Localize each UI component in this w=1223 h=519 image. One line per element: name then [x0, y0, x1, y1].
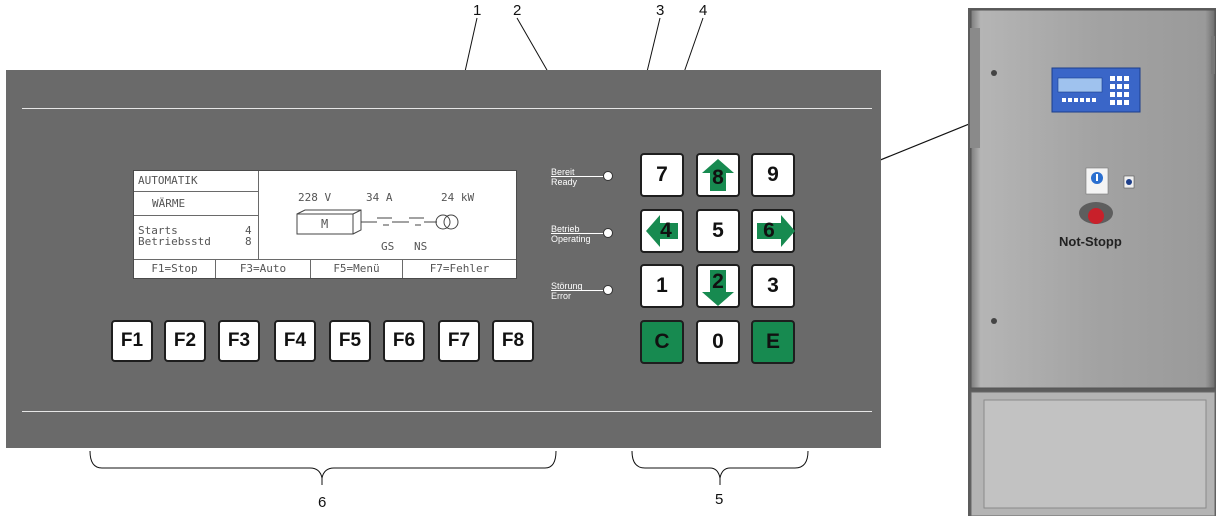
status-operating-de: Betrieb: [551, 224, 580, 234]
callout-6: 6: [318, 494, 327, 511]
controller-screen: [1057, 77, 1103, 93]
softkey-f1: F1=Stop: [134, 259, 216, 278]
lcd-ns-label: NS: [414, 240, 428, 253]
key-4-left[interactable]: 4: [640, 209, 684, 253]
key-c-clear[interactable]: C: [640, 320, 684, 364]
callout-4: 4: [699, 2, 708, 19]
lcd-voltage: 228 V: [298, 191, 332, 204]
lcd-power: 24 kW: [441, 191, 475, 204]
operating-led: [603, 228, 613, 238]
lcd-function: WÄRME: [134, 192, 259, 216]
cabinet-hinge: [970, 28, 980, 148]
key-6-label: 6: [763, 219, 775, 242]
lcd-hours-label: Betriebsstd: [138, 235, 211, 248]
status-operating: Betrieb Operating: [551, 224, 591, 244]
key-0[interactable]: 0: [696, 320, 740, 364]
f7-key[interactable]: F7: [438, 320, 480, 362]
arrow-down-icon: [702, 270, 734, 306]
key-2-down[interactable]: 2: [696, 264, 740, 308]
error-led: [603, 285, 613, 295]
arrow-left-icon: [646, 215, 678, 247]
door-handle: [1211, 36, 1215, 74]
callout-1: 1: [473, 2, 482, 19]
f8-key[interactable]: F8: [492, 320, 534, 362]
softkey-f5: F5=Menü: [311, 259, 403, 278]
key-8-up[interactable]: 8: [696, 153, 740, 197]
f6-key[interactable]: F6: [383, 320, 425, 362]
motor-box: [296, 213, 354, 235]
transformer-icon: [435, 214, 451, 230]
lcd-current: 34 A: [366, 191, 393, 204]
lcd-mode: AUTOMATIK: [134, 171, 259, 192]
f3-key[interactable]: F3: [218, 320, 260, 362]
lcd-motor-label: M: [321, 217, 329, 231]
f1-key[interactable]: F1: [111, 320, 153, 362]
emergency-stop-button: [1088, 208, 1104, 224]
cabinet-drawing: [968, 8, 1216, 516]
door-screw-bottom: [991, 318, 997, 324]
cabinet-lower-panel: [983, 399, 1207, 509]
arrow-right-icon: [757, 215, 795, 247]
callout-3: 3: [656, 2, 665, 19]
control-cabinet: Not-Stopp: [968, 8, 1216, 516]
f2-key[interactable]: F2: [164, 320, 206, 362]
lcd-starts-value: 4: [245, 224, 252, 237]
lcd-gs-label: GS: [381, 240, 395, 253]
arrow-up-icon: [702, 159, 734, 191]
lcd-hours-value: 8: [245, 235, 252, 248]
key-8-label: 8: [712, 166, 724, 189]
panel-bottom-rule: [22, 411, 872, 412]
softkey-f7: F7=Fehler: [403, 259, 516, 278]
status-error-de: Störung: [551, 281, 583, 291]
softkey-f3: F3=Auto: [216, 259, 311, 278]
not-stopp-label: Not-Stopp: [1059, 234, 1122, 249]
callout-2: 2: [513, 2, 522, 19]
key-4-label: 4: [660, 219, 672, 242]
status-operating-en: Operating: [551, 234, 591, 244]
status-error: Störung Error: [551, 281, 583, 301]
key-e-enter[interactable]: E: [751, 320, 795, 364]
key-6-right[interactable]: 6: [751, 209, 795, 253]
status-ready-en: Ready: [551, 177, 578, 187]
bracket-5: [631, 450, 809, 479]
key-3[interactable]: 3: [751, 264, 795, 308]
bracket-6: [89, 450, 557, 479]
lcd-starts-label: Starts: [138, 224, 178, 237]
key-7[interactable]: 7: [640, 153, 684, 197]
f5-key[interactable]: F5: [329, 320, 371, 362]
status-ready-de: Bereit: [551, 167, 575, 177]
lcd-display: AUTOMATIK WÄRME Starts 4 Betriebsstd 8 2…: [133, 170, 517, 279]
callout-5: 5: [715, 491, 724, 508]
key-9[interactable]: 9: [751, 153, 795, 197]
cabinet-upper-door: [970, 9, 1216, 389]
lcd-schematic: [296, 209, 459, 235]
ready-led: [603, 171, 613, 181]
panel-top-rule: [22, 108, 872, 109]
key-1[interactable]: 1: [640, 264, 684, 308]
door-screw-top: [991, 70, 997, 76]
key-2-label: 2: [712, 270, 724, 293]
lcd-counters: Starts 4 Betriebsstd 8: [134, 216, 259, 259]
status-error-en: Error: [551, 291, 571, 301]
key-5[interactable]: 5: [696, 209, 740, 253]
f4-key[interactable]: F4: [274, 320, 316, 362]
status-ready: Bereit Ready: [551, 167, 577, 187]
